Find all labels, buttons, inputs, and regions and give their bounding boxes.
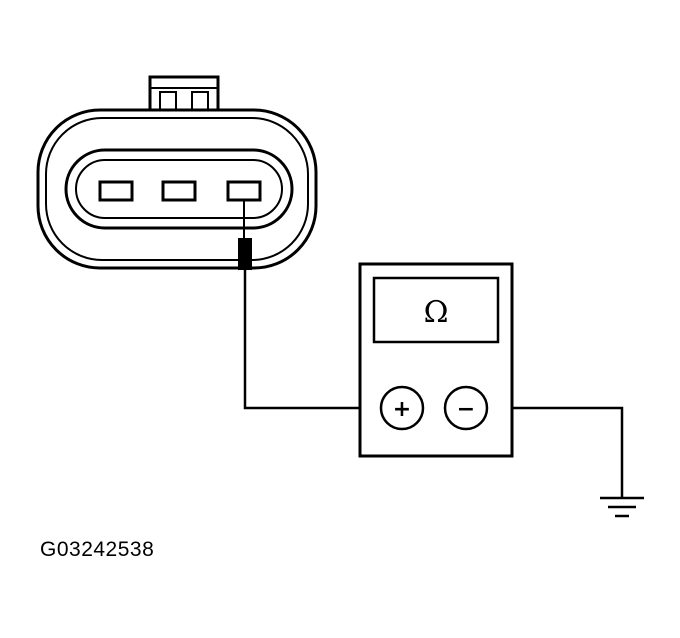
negative-test-lead xyxy=(488,406,624,498)
meter-display xyxy=(372,276,500,344)
connector-pin-2 xyxy=(161,180,197,202)
probe-icon xyxy=(238,200,252,270)
positive-terminal xyxy=(379,385,425,431)
connector-pin-1 xyxy=(98,180,134,202)
positive-terminal-label: + xyxy=(393,397,411,422)
positive-test-lead xyxy=(243,270,380,410)
negative-terminal-label: − xyxy=(457,397,475,422)
ohmmeter-icon: Ω + − xyxy=(358,262,514,458)
negative-terminal xyxy=(443,385,489,431)
meter-display-symbol: Ω xyxy=(424,295,449,330)
connector-body xyxy=(36,108,318,270)
connector-icon xyxy=(36,75,318,270)
connector-cavity xyxy=(64,148,294,230)
figure-id: G03242538 xyxy=(40,538,155,561)
ground-symbol-icon xyxy=(600,496,644,518)
